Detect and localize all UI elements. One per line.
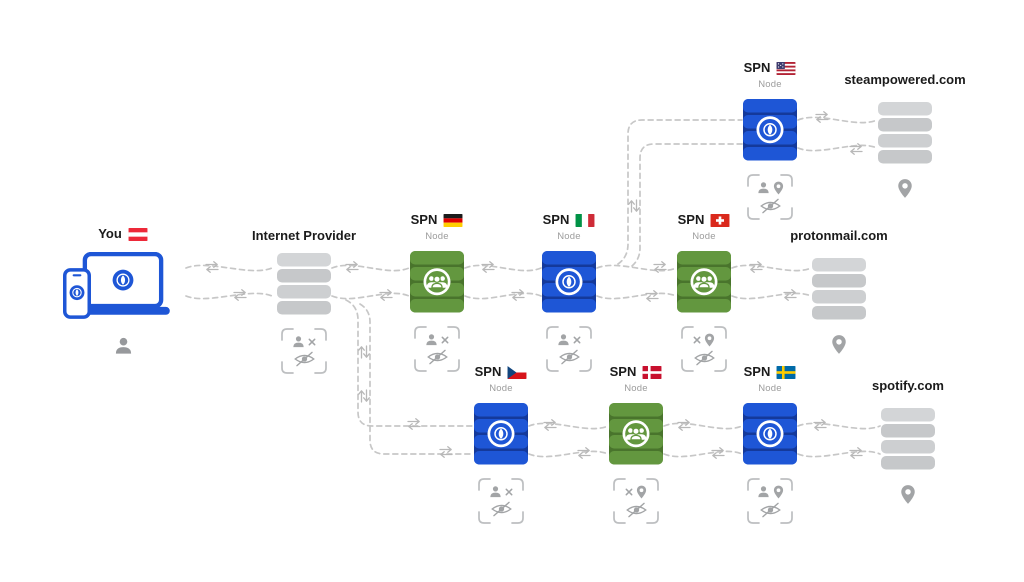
location-pin-icon xyxy=(900,484,916,505)
eye-off-icon xyxy=(426,349,449,365)
eye-off-icon xyxy=(293,351,316,367)
bracket-frame-icon xyxy=(680,325,728,373)
eye-off-icon xyxy=(625,502,648,518)
spn-node-it: SPN Node xyxy=(509,212,629,373)
server-icon xyxy=(877,102,933,166)
flag-denmark-icon xyxy=(642,365,662,379)
node-title: SPN xyxy=(474,364,502,379)
node-title: SPN xyxy=(677,212,705,227)
location-pin-icon xyxy=(831,334,847,355)
user-devices xyxy=(63,251,175,332)
knowledge-icons xyxy=(625,485,647,499)
you-label: You xyxy=(98,226,148,242)
flag-sweden-icon xyxy=(776,365,796,379)
visibility-info xyxy=(477,477,525,525)
server-icon xyxy=(473,403,529,467)
eye-off-icon xyxy=(759,502,782,518)
knowledge-icons xyxy=(693,333,715,347)
bracket-frame-icon xyxy=(477,477,525,525)
visibility-info xyxy=(280,327,328,375)
knowledge-icons xyxy=(425,333,449,346)
visibility-info xyxy=(746,477,794,525)
node-title: SPN xyxy=(410,212,438,227)
you-endpoint: You xyxy=(63,226,175,355)
flag-germany-icon xyxy=(443,213,463,227)
phone-icon xyxy=(63,268,91,319)
node-subtitle: Node xyxy=(557,231,581,242)
node-subtitle: Node xyxy=(489,383,513,394)
visibility-info xyxy=(413,325,461,373)
flag-switzerland-icon xyxy=(710,213,730,227)
provider-label-text: Internet Provider xyxy=(251,228,357,243)
server-icon xyxy=(811,258,867,322)
node-title: SPN xyxy=(542,212,570,227)
bracket-frame-icon xyxy=(746,477,794,525)
bracket-frame-icon xyxy=(280,327,328,375)
knowledge-icons xyxy=(489,485,513,498)
visibility-info xyxy=(545,325,593,373)
knowledge-icons xyxy=(292,335,316,348)
visibility-info xyxy=(746,173,794,221)
server-icon xyxy=(742,403,798,467)
visibility-info xyxy=(680,325,728,373)
spn-node-dk: SPN Node xyxy=(576,364,696,525)
node-subtitle: Node xyxy=(425,231,449,242)
eye-off-icon xyxy=(693,350,716,366)
server-icon xyxy=(880,408,936,472)
node-subtitle: Node xyxy=(758,383,782,394)
node-title: SPN xyxy=(743,364,771,379)
internet-provider: Internet Provider xyxy=(244,228,364,375)
user-icon xyxy=(114,336,133,355)
visibility-info xyxy=(612,477,660,525)
spn-node-cz: SPN Node xyxy=(441,364,561,525)
eye-off-icon xyxy=(490,501,513,517)
bracket-frame-icon xyxy=(612,477,660,525)
flag-czechia-icon xyxy=(507,365,527,379)
node-title: SPN xyxy=(743,60,771,75)
spn-node-us: SPN Node xyxy=(710,60,830,221)
spn-node-ch: SPN Node xyxy=(644,212,764,373)
you-label-text: You xyxy=(98,226,122,241)
node-subtitle: Node xyxy=(758,79,782,90)
destination-label: spotify.com xyxy=(872,378,944,393)
flag-usa-icon xyxy=(776,61,796,75)
server-icon xyxy=(409,251,465,315)
bracket-frame-icon xyxy=(413,325,461,373)
location-pin-icon xyxy=(897,178,913,199)
server-icon xyxy=(541,251,597,315)
bracket-frame-icon xyxy=(746,173,794,221)
node-subtitle: Node xyxy=(692,231,716,242)
knowledge-icons xyxy=(757,181,784,195)
server-icon xyxy=(742,99,798,163)
spn-node-de: SPN Node xyxy=(377,212,497,373)
node-subtitle: Node xyxy=(624,383,648,394)
spn-node-se: SPN Node xyxy=(710,364,830,525)
server-icon xyxy=(676,251,732,315)
eye-off-icon xyxy=(558,349,581,365)
bracket-frame-icon xyxy=(545,325,593,373)
knowledge-icons xyxy=(557,333,581,346)
flag-austria-icon xyxy=(128,227,148,241)
destination-spotify: spotify.com xyxy=(848,378,968,505)
eye-off-icon xyxy=(759,198,782,214)
flag-italy-icon xyxy=(575,213,595,227)
destination-protonmail: protonmail.com xyxy=(779,228,899,355)
provider-label: Internet Provider xyxy=(252,228,356,244)
laptop-icon xyxy=(71,251,175,322)
destination-label: steampowered.com xyxy=(844,72,966,87)
destination-label: protonmail.com xyxy=(790,228,888,243)
destination-steampowered: steampowered.com xyxy=(844,72,966,199)
knowledge-icons xyxy=(757,485,784,499)
server-icon xyxy=(276,253,332,317)
node-title: SPN xyxy=(609,364,637,379)
server-icon xyxy=(608,403,664,467)
